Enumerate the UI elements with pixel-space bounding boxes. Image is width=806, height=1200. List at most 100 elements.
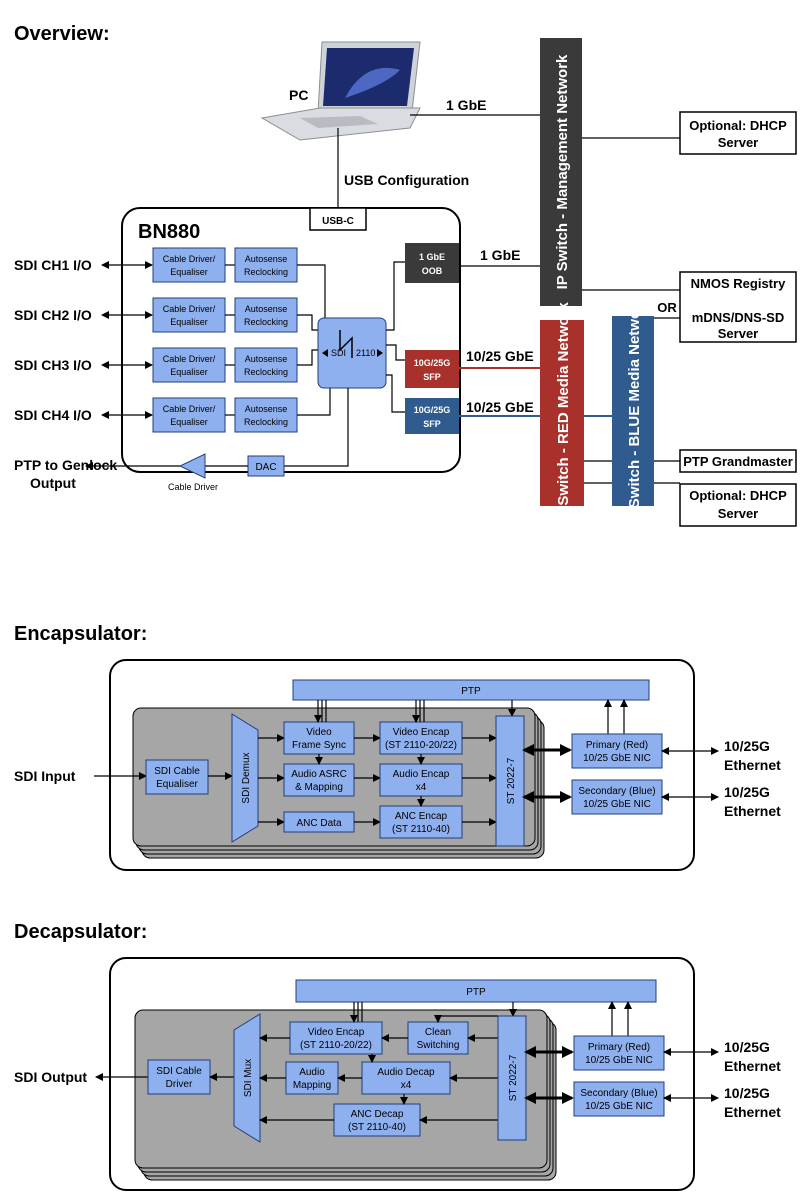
- sfp-blue-port: [405, 398, 459, 434]
- svg-text:PTP: PTP: [466, 987, 486, 998]
- usb-config-label: USB Configuration: [344, 172, 469, 188]
- decap-video-encap: [289, 1021, 383, 1055]
- encap-eth1-label: 10/25G: [724, 738, 770, 754]
- video-encap: [379, 721, 463, 755]
- pc-label: PC: [289, 87, 308, 103]
- svg-text:Optional: DHCP: Optional: DHCP: [689, 488, 787, 503]
- svg-text:Autosense: Autosense: [245, 404, 288, 414]
- audio-asrc: [283, 763, 355, 797]
- sdi-input-label: SDI Input: [14, 768, 76, 784]
- svg-text:Driver: Driver: [166, 1079, 193, 1090]
- svg-text:Primary (Red): Primary (Red): [586, 740, 648, 751]
- overview-heading: Overview:: [14, 23, 110, 45]
- dhcp-server-1: [679, 111, 797, 155]
- svg-text:10/25 GbE NIC: 10/25 GbE NIC: [585, 1055, 653, 1066]
- svg-text:(ST 2110-40): (ST 2110-40): [392, 824, 450, 835]
- svg-text:SDI Mux: SDI Mux: [243, 1059, 254, 1097]
- sdi-channel-3: SDI CH3 I/O Cable Driver/ Equaliser Auto…: [14, 347, 318, 383]
- svg-text:Autosense: Autosense: [245, 254, 288, 264]
- svg-text:10/25 GbE NIC: 10/25 GbE NIC: [585, 1101, 653, 1112]
- svg-text:ST 2022-7: ST 2022-7: [506, 757, 517, 804]
- svg-text:PTP Grandmaster: PTP Grandmaster: [683, 454, 793, 469]
- svg-text:SDI Cable: SDI Cable: [156, 1066, 202, 1077]
- svg-text:(ST 2110-20/22): (ST 2110-20/22): [385, 740, 457, 751]
- sdi-port-label: SDI CH1 I/O: [14, 257, 92, 273]
- svg-text:mDNS/DNS-SD: mDNS/DNS-SD: [692, 310, 784, 325]
- svg-text:Cable Driver/: Cable Driver/: [163, 354, 216, 364]
- svg-text:IP Switch - RED Media Network: IP Switch - RED Media Network: [555, 302, 572, 524]
- sdi-channel-2: SDI CH2 I/O Cable Driver/ Equaliser Auto…: [14, 297, 318, 333]
- sdi-port-label: SDI CH3 I/O: [14, 357, 92, 373]
- svg-text:DAC: DAC: [255, 462, 276, 473]
- svg-text:Ethernet: Ethernet: [724, 757, 781, 773]
- decap-st2022-7: [497, 1015, 527, 1141]
- sdi-port-label: SDI CH4 I/O: [14, 407, 92, 423]
- svg-text:10G/25G: 10G/25G: [414, 358, 451, 368]
- oob-port: [405, 243, 459, 283]
- svg-text:Cable Driver/: Cable Driver/: [163, 254, 216, 264]
- anc-encap: [379, 805, 463, 839]
- svg-text:ST 2022-7: ST 2022-7: [508, 1054, 519, 1101]
- encap-primary-nic: [571, 733, 663, 769]
- encapsulator-heading: Encapsulator:: [14, 623, 147, 645]
- ptp-grandmaster-box: [679, 449, 797, 473]
- ptp-genlock-label: PTP to Genlock: [14, 457, 117, 473]
- or-label: OR: [657, 300, 677, 315]
- svg-text:(ST 2110-40): (ST 2110-40): [348, 1122, 406, 1133]
- svg-text:Video Encap: Video Encap: [308, 1027, 365, 1038]
- svg-text:SDI: SDI: [331, 348, 346, 358]
- svg-text:Output: Output: [30, 475, 76, 491]
- anc-decap: [333, 1103, 421, 1137]
- svg-text:Clean: Clean: [425, 1027, 451, 1038]
- svg-text:10G/25G: 10G/25G: [414, 405, 451, 415]
- svg-text:Frame Sync: Frame Sync: [292, 740, 346, 751]
- svg-text:Video Encap: Video Encap: [393, 727, 450, 738]
- svg-text:Server: Server: [718, 326, 758, 341]
- svg-text:x4: x4: [416, 782, 427, 793]
- sfp-red-port: [405, 350, 459, 388]
- svg-text:Reclocking: Reclocking: [244, 317, 288, 327]
- encap-ptp: [292, 679, 650, 701]
- svg-text:Equaliser: Equaliser: [170, 367, 208, 377]
- decap-primary-nic: [573, 1035, 665, 1071]
- mgmt-switch: [540, 38, 582, 306]
- svg-text:ANC Decap: ANC Decap: [351, 1109, 404, 1120]
- svg-text:ANC Data: ANC Data: [296, 818, 341, 829]
- blue-link-label: 10/25 GbE: [466, 399, 534, 415]
- svg-text:IP Switch - Management Network: IP Switch - Management Network: [554, 54, 571, 289]
- sdi-port-label: SDI CH2 I/O: [14, 307, 92, 323]
- svg-text:Secondary (Blue): Secondary (Blue): [580, 1088, 657, 1099]
- svg-text:10/25 GbE NIC: 10/25 GbE NIC: [583, 753, 651, 764]
- decapsulator-heading: Decapsulator:: [14, 921, 147, 943]
- svg-text:Audio Decap: Audio Decap: [377, 1067, 435, 1078]
- pc-link-label: 1 GbE: [446, 97, 486, 113]
- usb-c-label: USB-C: [322, 216, 354, 227]
- svg-text:Reclocking: Reclocking: [244, 267, 288, 277]
- sdi-channel-1: SDI CH1 I/O Cable Driver/ Equaliser Auto…: [14, 247, 326, 318]
- cable-driver-amp-icon: [178, 453, 206, 479]
- svg-text:Ethernet: Ethernet: [724, 1104, 781, 1120]
- svg-text:Audio: Audio: [299, 1067, 325, 1078]
- svg-text:Cable Driver/: Cable Driver/: [163, 404, 216, 414]
- sdi-demux: [231, 713, 259, 843]
- nmos-registry-box: [679, 271, 797, 343]
- svg-text:SDI Cable: SDI Cable: [154, 766, 200, 777]
- svg-text:Ethernet: Ethernet: [724, 1058, 781, 1074]
- svg-text:1 GbE: 1 GbE: [419, 252, 445, 262]
- encap-st2022-7: [495, 715, 525, 847]
- usb-c-port: [309, 207, 367, 231]
- svg-text:Audio ASRC: Audio ASRC: [291, 769, 347, 780]
- sdi-mux: [233, 1013, 261, 1143]
- svg-text:2110: 2110: [356, 348, 375, 358]
- svg-text:Equaliser: Equaliser: [170, 417, 208, 427]
- encap-eq: [145, 759, 209, 795]
- svg-text:Secondary (Blue): Secondary (Blue): [578, 786, 655, 797]
- svg-text:10/25 GbE NIC: 10/25 GbE NIC: [583, 799, 651, 810]
- svg-text:Autosense: Autosense: [245, 354, 288, 364]
- svg-text:Primary (Red): Primary (Red): [588, 1042, 650, 1053]
- decap-secondary-nic: [573, 1081, 665, 1117]
- blue-switch: [612, 316, 654, 506]
- svg-text:Audio Encap: Audio Encap: [393, 769, 450, 780]
- oob-link-label: 1 GbE: [480, 247, 520, 263]
